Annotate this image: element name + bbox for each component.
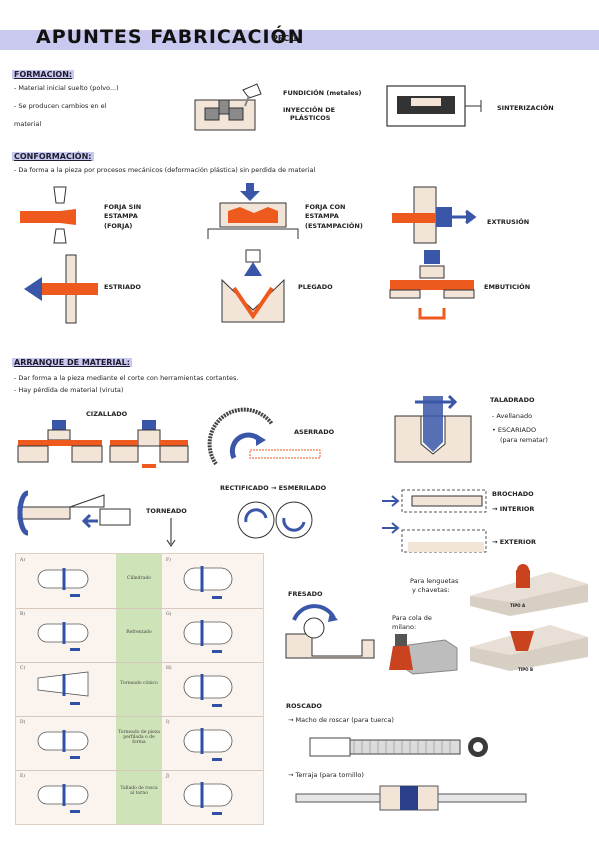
plegado-label: PLEGADO xyxy=(298,283,333,291)
torneado-arrow xyxy=(166,518,176,547)
table-row-letter: J) xyxy=(166,774,170,779)
taladrado-diagram xyxy=(394,394,472,463)
table-row-letter: B) xyxy=(20,612,26,617)
tipo-b-label: TIPO B xyxy=(518,667,533,672)
torneado-tool-diagram xyxy=(17,490,131,536)
forja-sin-label-3: (FORJA) xyxy=(104,222,133,230)
table-row-letter: E) xyxy=(20,774,26,779)
table-divider xyxy=(16,608,263,609)
fresado-tipo-b-photo xyxy=(470,625,588,671)
sinterizacion-label: SINTERIZACIÓN xyxy=(497,104,554,112)
table-row-letter: I) xyxy=(166,720,170,725)
table-row-label: Refrentado xyxy=(126,630,152,635)
table-row-letter: A) xyxy=(20,558,26,563)
brochado-interior-label: → INTERIOR xyxy=(492,505,535,513)
para-lenguetas-label-2: y chavetas: xyxy=(412,586,450,594)
section-formacion-title: FORMACION: xyxy=(12,70,75,79)
table-illustrations xyxy=(37,566,233,815)
cizallado-diagram xyxy=(17,420,189,468)
rectificado-diagram xyxy=(237,501,313,539)
formacion-line-1: - Material inicial suelto (polvo...) xyxy=(14,84,119,92)
cizallado-label: CIZALLADO xyxy=(86,410,128,418)
section-arranque-title: ARRANQUE DE MATERIAL: xyxy=(12,358,132,367)
forja-con-label-2: ESTAMPA xyxy=(305,212,339,220)
forja-sin-label-2: ESTAMPA xyxy=(104,212,138,220)
table-row-letter: C) xyxy=(20,666,26,671)
table-middle-column xyxy=(116,554,162,824)
conformacion-line: - Da forma a la pieza por procesos mecán… xyxy=(14,166,316,174)
table-row-letter: D) xyxy=(20,720,26,725)
table-divider xyxy=(16,770,263,771)
aserrado-diagram xyxy=(207,407,321,466)
formacion-line-2: - Se producen cambios en el xyxy=(14,102,107,110)
forja-sin-estampa-diagram xyxy=(20,186,76,244)
arranque-line-1: - Dar forma a la pieza mediante el corte… xyxy=(14,374,239,382)
table-row-label: Cilindrado xyxy=(127,576,151,581)
table-row-label: Torneado cónico xyxy=(120,681,158,686)
para-cola-label-1: Para cola de xyxy=(392,614,432,622)
taladrado-label: TALADRADO xyxy=(490,396,535,404)
rectificado-label: RECTIFICADO → ESMERILADO xyxy=(220,484,327,492)
formacion-line-3: material xyxy=(14,120,42,128)
plegado-diagram xyxy=(221,249,285,323)
table-row-letter: H) xyxy=(166,666,172,671)
brochado-exterior-label: → EXTERIOR xyxy=(492,538,536,546)
embuticion-label: EMBUTICIÓN xyxy=(484,283,531,291)
para-lenguetas-label-1: Para lenguetas xyxy=(410,577,459,585)
terraja-diagram xyxy=(295,785,527,811)
roscado-label: ROSCADO xyxy=(286,702,322,710)
forja-con-label-3: (ESTAMPACIÓN) xyxy=(305,222,363,230)
inyeccion-label-2: PLÁSTICOS xyxy=(290,114,331,122)
table-row-letter: G) xyxy=(166,612,172,617)
table-row-letter: F) xyxy=(166,558,171,563)
extrusion-diagram xyxy=(392,186,477,244)
avellanado-label: - Avellanado xyxy=(492,412,533,420)
fresado-cola-milano-photo xyxy=(389,634,458,675)
forja-con-label-1: FORJA CON xyxy=(305,203,346,211)
fundicion-label: FUNDICIÓN (metales) xyxy=(283,89,362,97)
extrusion-label: EXTRUSIÓN xyxy=(487,218,530,226)
macho-label: → Macho de roscar (para tuerca) xyxy=(288,716,394,724)
section-conformacion-title: CONFORMACIÓN: xyxy=(12,152,94,161)
table-row-label: Torneado de pieza perfilada o de forma xyxy=(118,730,160,745)
embuticion-diagram xyxy=(389,250,475,320)
brochado-label: BROCHADO xyxy=(492,490,534,498)
inyeccion-label-1: INYECCIÓN DE xyxy=(283,106,336,114)
page-tag: PEC 1 xyxy=(272,34,298,43)
aserrado-label: ASERRADO xyxy=(294,428,335,436)
para-cola-label-2: milano: xyxy=(392,623,417,631)
fresado-tipo-a-photo xyxy=(470,564,588,616)
page-title: APUNTES FABRICACIÓN xyxy=(36,26,305,48)
tipo-a-label: TIPO A xyxy=(510,603,526,608)
fresado-label: FRESADO xyxy=(288,590,323,598)
terraja-label: → Terraja (para tornillo) xyxy=(288,771,364,779)
escariado-label-1: • ESCARIADO xyxy=(492,426,537,434)
fresado-diagram xyxy=(285,604,375,659)
estriado-label: ESTRIADO xyxy=(104,283,141,291)
forja-con-estampa-diagram xyxy=(207,183,299,239)
sinterizacion-diagram xyxy=(386,85,482,127)
brochado-diagram xyxy=(382,489,487,553)
macho-de-roscar-diagram xyxy=(309,737,488,757)
table-row-label: Tallado de rosca al torno xyxy=(120,786,158,796)
table-divider xyxy=(16,662,263,663)
table-divider xyxy=(16,716,263,717)
escariado-label-2: (para rematar) xyxy=(500,436,548,444)
forja-sin-label-1: FORJA SIN xyxy=(104,203,142,211)
arranque-line-2: - Hay pérdida de material (viruta) xyxy=(14,386,124,394)
title-highlight xyxy=(0,30,599,50)
torneado-table: A) Cilindrado F) B) Refrentado G) C) Tor… xyxy=(15,553,264,825)
fundicion-diagram xyxy=(194,83,262,131)
torneado-label: TORNEADO xyxy=(146,507,187,515)
estriado-diagram xyxy=(24,254,98,324)
